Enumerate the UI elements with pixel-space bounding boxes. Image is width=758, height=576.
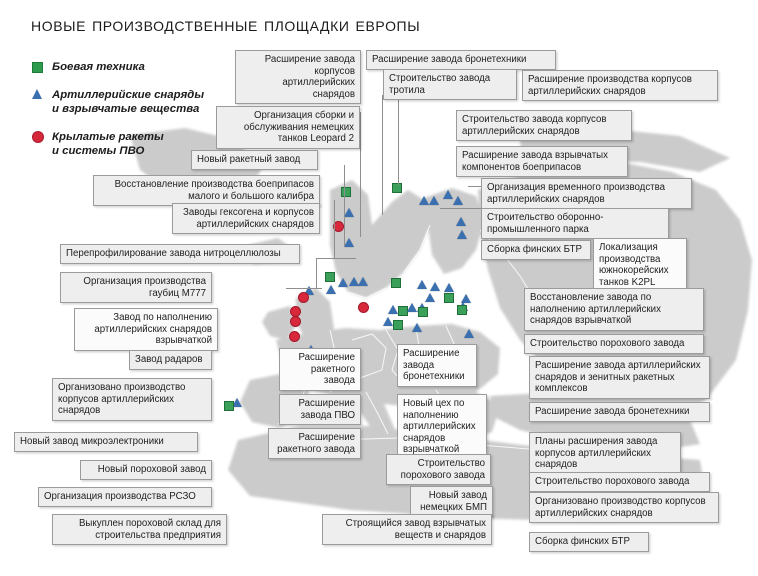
map-marker-circle-22 bbox=[289, 331, 300, 342]
label-box-l04[interactable]: Расширение производства корпусов артилле… bbox=[522, 70, 718, 102]
label-box-l32[interactable]: Строительство порохового завода bbox=[386, 454, 491, 486]
map-marker-triangle-33 bbox=[388, 305, 398, 314]
green-square-icon bbox=[32, 62, 43, 73]
map-marker-square-12 bbox=[325, 272, 335, 282]
label-box-l02[interactable]: Расширение завода бронетехники bbox=[366, 50, 556, 70]
map-marker-triangle-15 bbox=[349, 277, 359, 286]
label-box-l33[interactable]: Строительство порохового завода bbox=[529, 472, 710, 492]
map-marker-square-32 bbox=[457, 305, 467, 315]
label-box-l19[interactable]: Строительство порохового завода bbox=[524, 334, 704, 354]
label-box-l17[interactable]: Восстановление завода по наполнению арти… bbox=[524, 288, 704, 331]
map-marker-triangle-5 bbox=[419, 196, 429, 205]
legend-item-vehicles: Боевая техника bbox=[30, 60, 230, 75]
map-marker-circle-19 bbox=[298, 292, 309, 303]
label-box-l20[interactable]: Завод радаров bbox=[129, 350, 212, 370]
label-box-l05[interactable]: Организация сборки и обслуживания немецк… bbox=[216, 106, 360, 149]
label-box-l35[interactable]: Новый завод немецких БМП bbox=[410, 486, 493, 518]
label-box-l23[interactable]: Расширение завода артиллерийских снарядо… bbox=[529, 356, 710, 399]
map-marker-triangle-27 bbox=[444, 283, 454, 292]
label-box-l34[interactable]: Организация производства РСЗО bbox=[38, 487, 212, 507]
label-box-l10[interactable]: Организация временного производства арти… bbox=[481, 178, 692, 210]
label-box-l21[interactable]: Расширение ракетного завода bbox=[279, 348, 361, 391]
blue-triangle-icon bbox=[32, 88, 42, 99]
map-marker-triangle-14 bbox=[338, 278, 348, 287]
map-marker-triangle-28 bbox=[425, 293, 435, 302]
label-box-l01[interactable]: Расширение завода корпусов артиллерийски… bbox=[235, 50, 361, 105]
map-marker-square-29 bbox=[444, 293, 454, 303]
map-marker-triangle-10 bbox=[457, 230, 467, 239]
legend-item-missiles: Крылатые ракеты и системы ПВО bbox=[30, 130, 230, 159]
map-marker-triangle-35 bbox=[407, 303, 417, 312]
label-box-l25[interactable]: Расширение завода ПВО bbox=[279, 394, 361, 426]
label-box-l15[interactable]: Локализация производства южнокорейских т… bbox=[593, 238, 687, 293]
map-marker-square-39 bbox=[393, 320, 403, 330]
map-marker-square-37 bbox=[418, 307, 428, 317]
map-marker-triangle-26 bbox=[430, 282, 440, 291]
label-box-l06[interactable]: Строительство завода корпусов артиллерий… bbox=[456, 110, 632, 142]
label-box-l12[interactable]: Строительство оборонно-промышленного пар… bbox=[481, 208, 669, 240]
label-box-l16[interactable]: Организация производства гаубиц М777 bbox=[60, 272, 212, 304]
label-box-l27[interactable]: Расширение завода бронетехники bbox=[529, 402, 710, 422]
label-box-l38[interactable]: Строящийся завод взрывчатых веществ и сн… bbox=[322, 514, 492, 546]
legend-label-artillery-l2: и взрывчатые вещества bbox=[52, 103, 200, 115]
legend-label-vehicles: Боевая техника bbox=[52, 61, 145, 73]
label-box-l29[interactable]: Расширение ракетного завода bbox=[268, 428, 361, 460]
label-box-l03[interactable]: Строительство завода тротила bbox=[383, 69, 517, 101]
red-circle-icon bbox=[32, 130, 44, 143]
map-marker-triangle-40 bbox=[412, 323, 422, 332]
map-marker-triangle-13 bbox=[326, 285, 336, 294]
map-marker-triangle-8 bbox=[453, 196, 463, 205]
label-box-l09[interactable]: Восстановление производства боеприпасов … bbox=[93, 175, 320, 207]
map-marker-circle-21 bbox=[290, 316, 301, 327]
map-marker-triangle-16 bbox=[358, 277, 368, 286]
page-title: Новые производственные площадки Европы bbox=[31, 14, 421, 36]
map-marker-square-43 bbox=[224, 401, 234, 411]
map-marker-triangle-7 bbox=[443, 190, 453, 199]
legend-item-artillery: Артиллерийские снаряды и взрывчатые веще… bbox=[30, 88, 230, 117]
map-marker-circle-3 bbox=[333, 221, 344, 232]
map-marker-triangle-6 bbox=[429, 196, 439, 205]
map-marker-triangle-2 bbox=[344, 208, 354, 217]
legend-label-missiles-l1: Крылатые ракеты bbox=[52, 130, 164, 143]
label-box-l11[interactable]: Заводы гексогена и корпусов артиллерийск… bbox=[172, 203, 320, 235]
map-marker-triangle-4 bbox=[344, 238, 354, 247]
legend-label-artillery-l1: Артиллерийские снаряды bbox=[52, 88, 205, 101]
map-marker-square-24 bbox=[391, 278, 401, 288]
map-marker-triangle-18 bbox=[304, 286, 314, 295]
label-box-l08[interactable]: Новый ракетный завод bbox=[191, 150, 318, 170]
label-box-l22[interactable]: Расширение завода бронетехники bbox=[397, 344, 477, 387]
legend: Боевая техника Артиллерийские снаряды и … bbox=[30, 60, 230, 172]
label-box-l14[interactable]: Сборка финских БТР bbox=[481, 240, 591, 260]
label-box-l13[interactable]: Перепрофилирование завода нитроцеллюлозы bbox=[60, 244, 300, 264]
map-marker-triangle-25 bbox=[417, 280, 427, 289]
map-marker-triangle-38 bbox=[383, 317, 393, 326]
map-marker-triangle-41 bbox=[464, 329, 474, 338]
label-box-l28[interactable]: Новый завод микроэлектроники bbox=[14, 432, 198, 452]
map-marker-triangle-42 bbox=[232, 398, 242, 407]
map-marker-circle-17 bbox=[358, 302, 369, 313]
label-box-l36[interactable]: Организовано производство корпусов артил… bbox=[529, 492, 719, 524]
label-box-l39[interactable]: Сборка финских БТР bbox=[529, 532, 649, 552]
legend-label-missiles-l2: и системы ПВО bbox=[52, 145, 145, 157]
map-marker-triangle-30 bbox=[461, 294, 471, 303]
map-marker-triangle-9 bbox=[456, 217, 466, 226]
map-marker-square-1 bbox=[392, 183, 402, 193]
map-marker-square-0 bbox=[341, 187, 351, 197]
label-box-l30[interactable]: Планы расширения завода корпусов артилле… bbox=[529, 432, 681, 475]
label-box-l37[interactable]: Выкуплен пороховой склад для строительст… bbox=[52, 514, 227, 546]
label-box-l07[interactable]: Расширение завода взрывчатых компонентов… bbox=[456, 146, 628, 178]
label-box-l31[interactable]: Новый пороховой завод bbox=[80, 460, 212, 480]
label-box-l24[interactable]: Организовано производство корпусов артил… bbox=[52, 378, 212, 421]
label-box-l26[interactable]: Новый цех по наполнению артиллерийских с… bbox=[397, 394, 487, 460]
label-box-l18[interactable]: Завод по наполнению артиллерийских снаря… bbox=[74, 308, 218, 351]
